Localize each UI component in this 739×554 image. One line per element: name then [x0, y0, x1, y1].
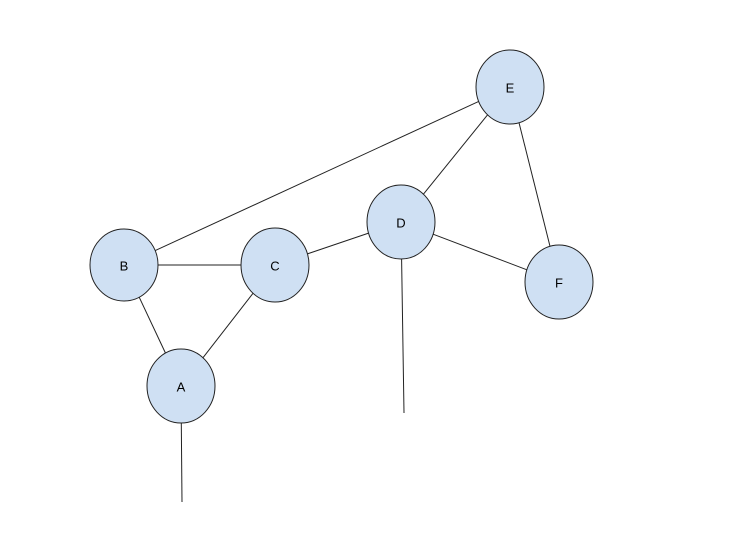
node-circle-e	[475, 49, 545, 125]
node-label-e: E	[506, 81, 515, 96]
dangling-edge-d	[401, 258, 405, 414]
nodes-layer: A B C D E F	[89, 49, 594, 424]
node-a: A	[146, 348, 216, 424]
edge-d-e	[423, 114, 488, 195]
node-circle-f	[524, 244, 594, 320]
edge-c-a	[202, 292, 254, 359]
node-f: F	[524, 244, 594, 320]
dangling-edge-a	[180, 422, 183, 503]
node-circle-c	[240, 227, 310, 303]
node-label-d: D	[396, 216, 405, 231]
node-c: C	[240, 227, 310, 303]
edge-d-f	[432, 233, 528, 271]
node-circle-d	[366, 184, 436, 260]
edge-b-e	[154, 100, 479, 252]
node-d: D	[366, 184, 436, 260]
node-label-a: A	[177, 380, 186, 395]
node-circle-a	[146, 348, 216, 424]
edge-b-a	[138, 296, 166, 354]
node-b: B	[89, 228, 159, 302]
node-label-c: C	[270, 259, 279, 274]
node-e: E	[475, 49, 545, 125]
node-circle-b	[89, 228, 159, 302]
edge-c-d	[307, 232, 369, 255]
edges-layer	[138, 100, 551, 503]
node-label-f: F	[555, 276, 563, 291]
node-label-b: B	[120, 259, 129, 274]
edge-e-f	[518, 122, 551, 247]
